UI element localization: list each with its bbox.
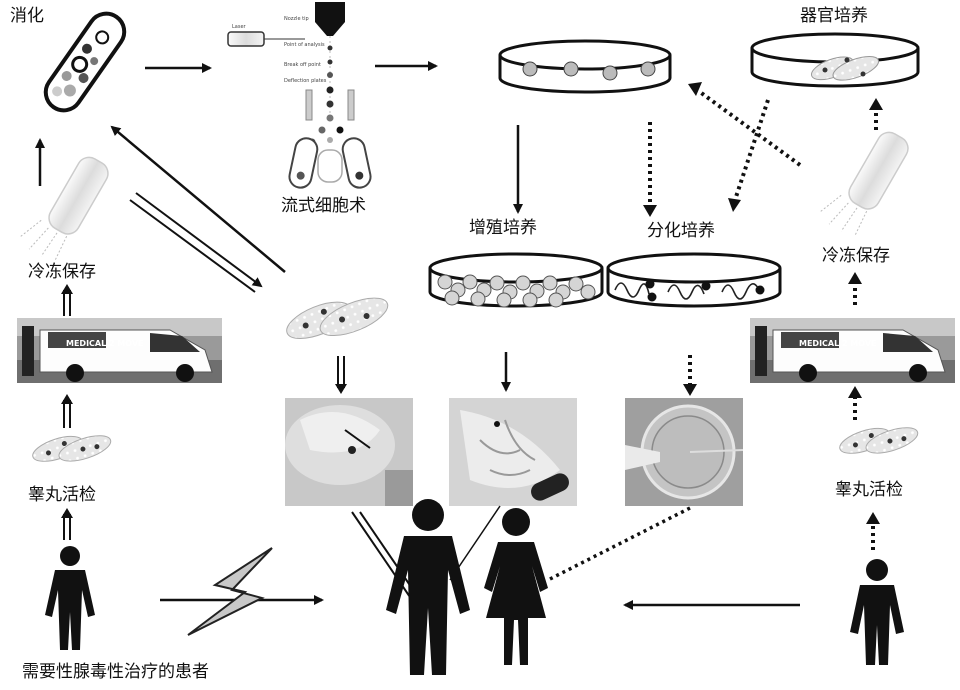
flow-cytometer [227,2,372,189]
patient-figure-left [45,546,95,650]
flow-label-point: Point of analysis [284,42,325,48]
cryo-tube-right [819,131,909,235]
transplant-photo-1 [285,398,413,506]
label-biopsy-left: 睾丸活检 [28,485,96,505]
tissue-sample-right [839,427,919,454]
label-proliferation-culture: 增殖培养 [469,218,537,238]
flow-label-deflection: Deflection plates [284,78,327,84]
tissue-sample-center [286,297,389,339]
label-organ-culture: 器官培养 [800,6,868,26]
cryo-tube-left [19,156,109,260]
label-patient: 需要性腺毒性治疗的患者 [22,662,209,682]
double-arrows [61,192,421,601]
label-cryo-right: 冷冻保存 [822,246,890,266]
label-biopsy-right: 睾丸活检 [835,480,903,500]
van-left-brand: MEDICAL 2 MOVE [66,339,144,348]
label-differentiation-culture: 分化培养 [647,221,715,241]
dotted-arrows [648,90,878,550]
patient-figure-right [850,559,904,665]
woman-figure-center [484,508,548,665]
flow-label-breakoff: Break off point [284,62,321,68]
link-icsi [547,506,691,582]
flow-label-nozzle: Nozzle tip [284,16,309,22]
petri-dish-differentiation [606,252,782,308]
transport-van-left [17,318,222,383]
transport-van-right [750,318,955,383]
solid-arrows [35,61,800,610]
tissue-sample-left [32,435,112,462]
flow-label-laser: Laser [232,24,246,30]
petri-dish-organ [750,32,920,88]
icsi-photo [625,398,744,506]
petri-dish-sorted [498,39,672,94]
transplant-photo-2 [449,398,577,506]
van-right-brand: MEDICAL 2 MOVE [799,339,877,348]
man-figure-center [386,499,470,675]
label-cryo-left: 冷冻保存 [28,262,96,282]
digestion-tube [43,11,127,113]
petri-dish-proliferation [428,252,604,308]
label-digestion: 消化 [10,6,44,26]
label-flow-cytometry: 流式细胞术 [281,196,366,216]
dotted-arrowheads [643,82,883,524]
lightning-icon [187,547,273,636]
